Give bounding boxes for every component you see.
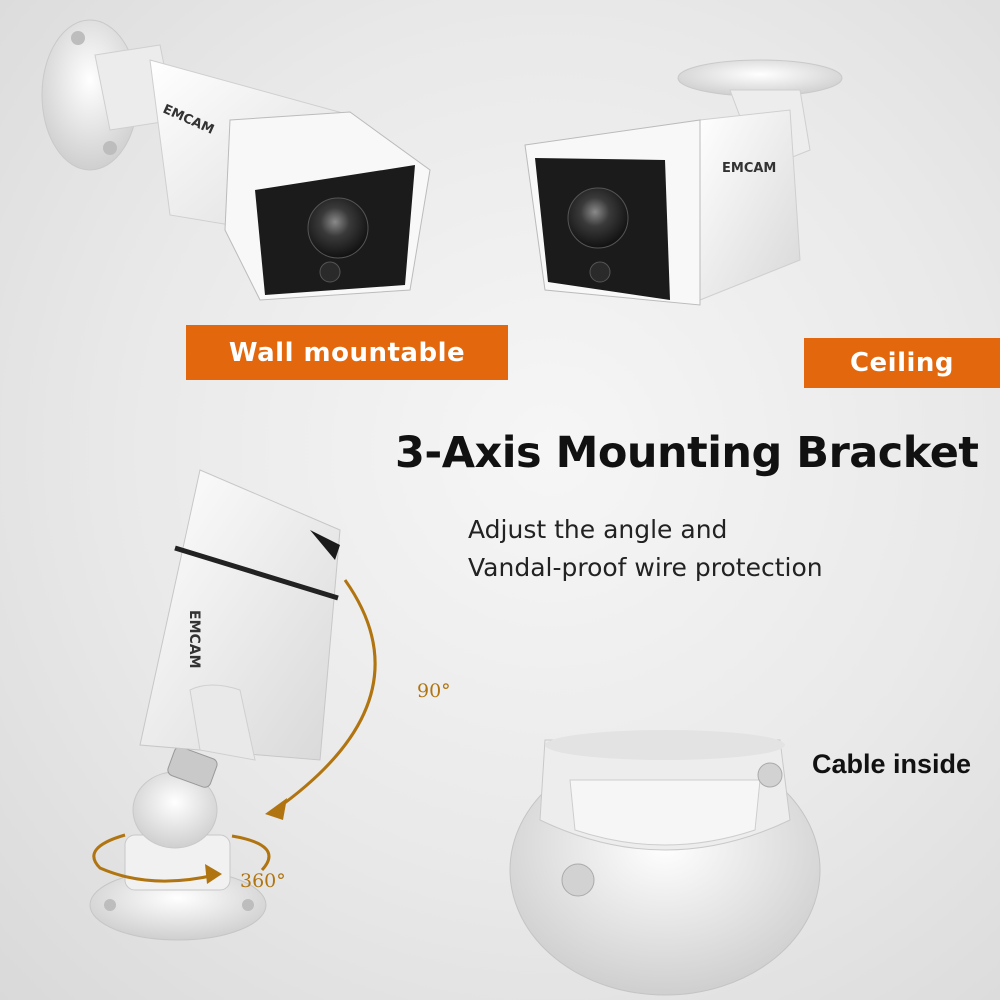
cable-inside-label: Cable inside (812, 749, 972, 779)
tilt-angle-label: 90° (417, 680, 451, 702)
rotate-arrow-icon (92, 833, 271, 884)
feature-line-protection: Vandal-proof wire protection (468, 553, 823, 582)
rotation-angle-label: 360° (240, 870, 286, 892)
ceiling-mount-tag: Ceiling (804, 338, 1000, 388)
ceiling-camera: EMCAM (524, 59, 843, 306)
bracket-base-closeup (509, 730, 821, 996)
tilt-arrow-icon (265, 579, 377, 820)
feature-line-angle: Adjust the angle and (468, 515, 728, 544)
bracket-camera-logo: EMCAM (186, 610, 202, 669)
ceiling-camera-logo: EMCAM (722, 161, 776, 176)
wall-camera: EMCAM (41, 19, 431, 301)
bracket-camera: EMCAM (89, 469, 341, 941)
page-title: 3-Axis Mounting Bracket (395, 428, 979, 478)
wall-mount-tag: Wall mountable (186, 325, 508, 380)
